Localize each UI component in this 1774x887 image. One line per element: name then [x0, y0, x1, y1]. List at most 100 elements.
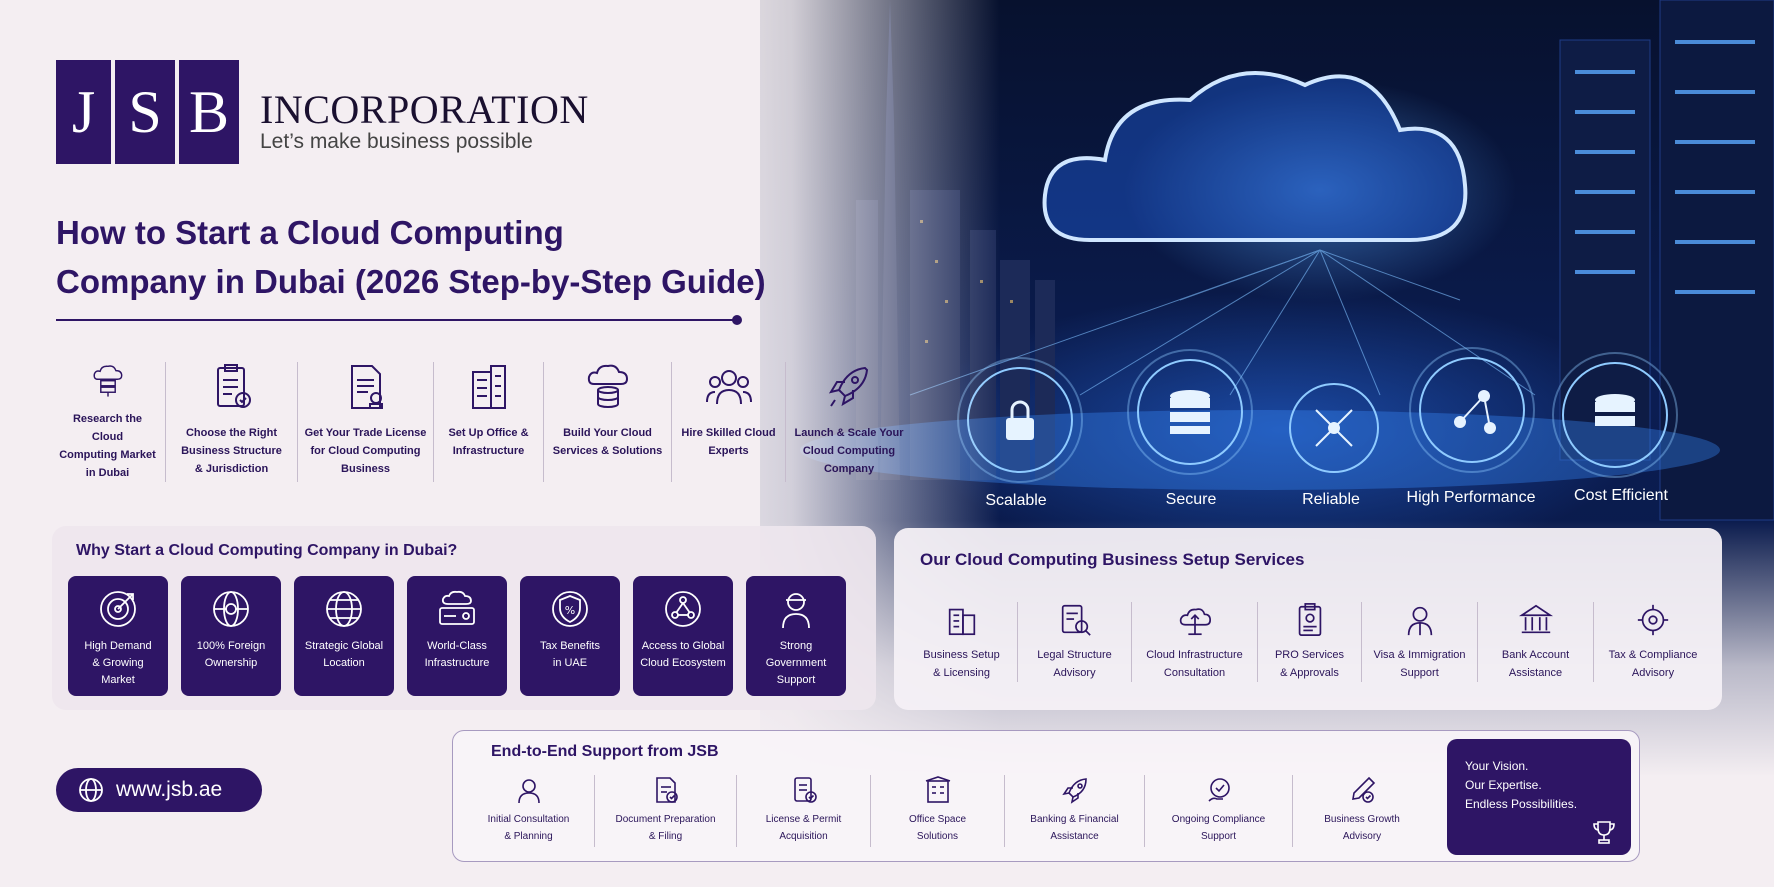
service-item: Cloud Infrastructure Consultation — [1132, 602, 1258, 682]
step-label-line: Company — [823, 463, 875, 475]
service-label: Legal Structure — [1037, 649, 1112, 661]
compliance-gear-icon — [1637, 604, 1669, 636]
jsb-logo: J S B — [56, 60, 239, 164]
clipboard-check-icon — [216, 364, 251, 408]
step-item: Set Up Office & Infrastructure — [434, 362, 544, 482]
support-label: License & Permit — [765, 814, 842, 825]
why-card: World-Class Infrastructure — [407, 576, 507, 696]
consultation-icon — [517, 779, 540, 804]
office-building-icon — [471, 365, 506, 409]
step-label-line: Business — [341, 463, 390, 475]
support-label: & Filing — [648, 831, 683, 842]
service-item: PRO Services & Approvals — [1258, 602, 1362, 682]
why-card-label: Market — [101, 674, 135, 686]
step-item: Research the Cloud Computing Market in D… — [50, 362, 166, 482]
support-item: License & Permit Acquisition — [737, 775, 871, 847]
why-card-label: & Growing — [92, 657, 144, 669]
legal-search-icon — [1061, 604, 1091, 636]
team-icon — [705, 370, 752, 405]
service-label: Assistance — [1508, 667, 1563, 679]
step-label-line: Cloud Computing — [802, 445, 896, 457]
end-to-end-panel: End-to-End Support from JSB Initial Cons… — [452, 730, 1640, 862]
trophy-icon — [1593, 821, 1615, 844]
service-item: Bank Account Assistance — [1478, 602, 1594, 682]
why-card: % Tax Benefits in UAE — [520, 576, 620, 696]
support-item: Business Growth Advisory — [1293, 775, 1431, 847]
why-card-label: Strong — [779, 640, 813, 652]
service-label: & Approvals — [1280, 667, 1339, 679]
why-card-label: High Demand — [84, 640, 152, 652]
support-label: & Planning — [504, 831, 553, 842]
service-label: Bank Account — [1501, 649, 1570, 661]
brand-name: INCORPORATION — [260, 87, 589, 132]
page-title-line-1: How to Start a Cloud Computing — [56, 214, 564, 251]
support-label: Document Preparation — [615, 814, 716, 825]
passport-person-icon — [1407, 606, 1432, 636]
step-label-line: Services & Solutions — [552, 445, 663, 457]
why-card-label: Infrastructure — [424, 657, 490, 669]
why-card-label: 100% Foreign — [196, 640, 266, 652]
building-license-icon — [948, 608, 975, 636]
vision-line: Your Vision. — [1465, 759, 1529, 773]
website-link[interactable]: www.jsb.ae — [56, 768, 262, 812]
step-label-line: Experts — [708, 445, 749, 457]
step-label-line: Set Up Office & — [448, 427, 529, 439]
vision-box: Your Vision. Our Expertise. Endless Poss… — [1447, 739, 1631, 855]
service-label: Advisory — [1053, 667, 1096, 679]
permit-icon — [793, 777, 817, 803]
step-label-line: Hire Skilled Cloud — [681, 427, 776, 439]
logo-letter-s: S — [115, 60, 175, 164]
compliance-icon — [1207, 778, 1230, 802]
svg-text:%: % — [565, 604, 575, 617]
tax-shield-icon: % — [552, 591, 588, 627]
cloud-upload-icon — [1179, 608, 1211, 636]
page-title: How to Start a Cloud Computing Company i… — [56, 208, 776, 306]
support-item: Ongoing Compliance Support — [1145, 775, 1293, 847]
hero-label-high-performance: High Performance — [1406, 489, 1536, 506]
end-to-end-items: Initial Consultation & Planning Document… — [463, 775, 1431, 847]
support-label: Banking & Financial — [1030, 814, 1119, 825]
service-label: Visa & Immigration — [1373, 649, 1466, 661]
support-item: Banking & Financial Assistance — [1005, 775, 1145, 847]
service-label: Support — [1400, 667, 1439, 679]
cloud-database-icon — [587, 364, 628, 408]
service-item: Legal Structure Advisory — [1018, 602, 1132, 682]
step-label-line: Research the Cloud — [72, 413, 143, 443]
support-label: Assistance — [1050, 831, 1099, 842]
service-label: Consultation — [1163, 667, 1226, 679]
why-card-label: Ownership — [204, 657, 258, 669]
why-card-label: in UAE — [552, 657, 588, 669]
vision-line: Our Expertise. — [1465, 778, 1542, 792]
service-label: Business Setup — [923, 649, 1000, 661]
government-support-icon — [782, 593, 810, 629]
why-cards: High Demand & Growing Market 100% Foreig… — [68, 576, 846, 696]
services-panel-title: Our Cloud Computing Business Setup Servi… — [920, 550, 1305, 569]
service-label: PRO Services — [1274, 649, 1345, 661]
service-label: & Licensing — [933, 667, 990, 679]
page-title-line-2: Company in Dubai (2026 Step-by-Step Guid… — [56, 263, 766, 300]
globe-icon — [79, 778, 103, 802]
title-divider — [56, 315, 742, 325]
service-label: Advisory — [1631, 667, 1675, 679]
document-check-icon — [655, 777, 678, 803]
why-card-label: Tax Benefits — [540, 640, 600, 652]
support-label: Initial Consultation — [487, 814, 570, 825]
why-card: Strategic Global Location — [294, 576, 394, 696]
cloud-server-icon — [92, 365, 122, 397]
network-icon — [665, 591, 701, 627]
step-label-line: Infrastructure — [452, 445, 525, 457]
why-card-label: World-Class — [427, 640, 487, 652]
website-url: www.jsb.ae — [116, 778, 223, 801]
support-item: Office Space Solutions — [871, 775, 1005, 847]
vision-line: Endless Possibilities. — [1465, 797, 1578, 811]
support-label: Office Space — [908, 814, 967, 825]
why-card: High Demand & Growing Market — [68, 576, 168, 696]
service-label: Tax & Compliance — [1608, 649, 1698, 661]
support-item: Document Preparation & Filing — [595, 775, 737, 847]
why-dubai-panel: Why Start a Cloud Computing Company in D… — [52, 526, 876, 710]
target-growth-icon — [100, 591, 136, 627]
growth-pen-icon — [1352, 776, 1376, 803]
pro-clipboard-icon — [1298, 603, 1321, 637]
support-label: Advisory — [1342, 831, 1382, 842]
why-card-label: Support — [776, 674, 816, 686]
